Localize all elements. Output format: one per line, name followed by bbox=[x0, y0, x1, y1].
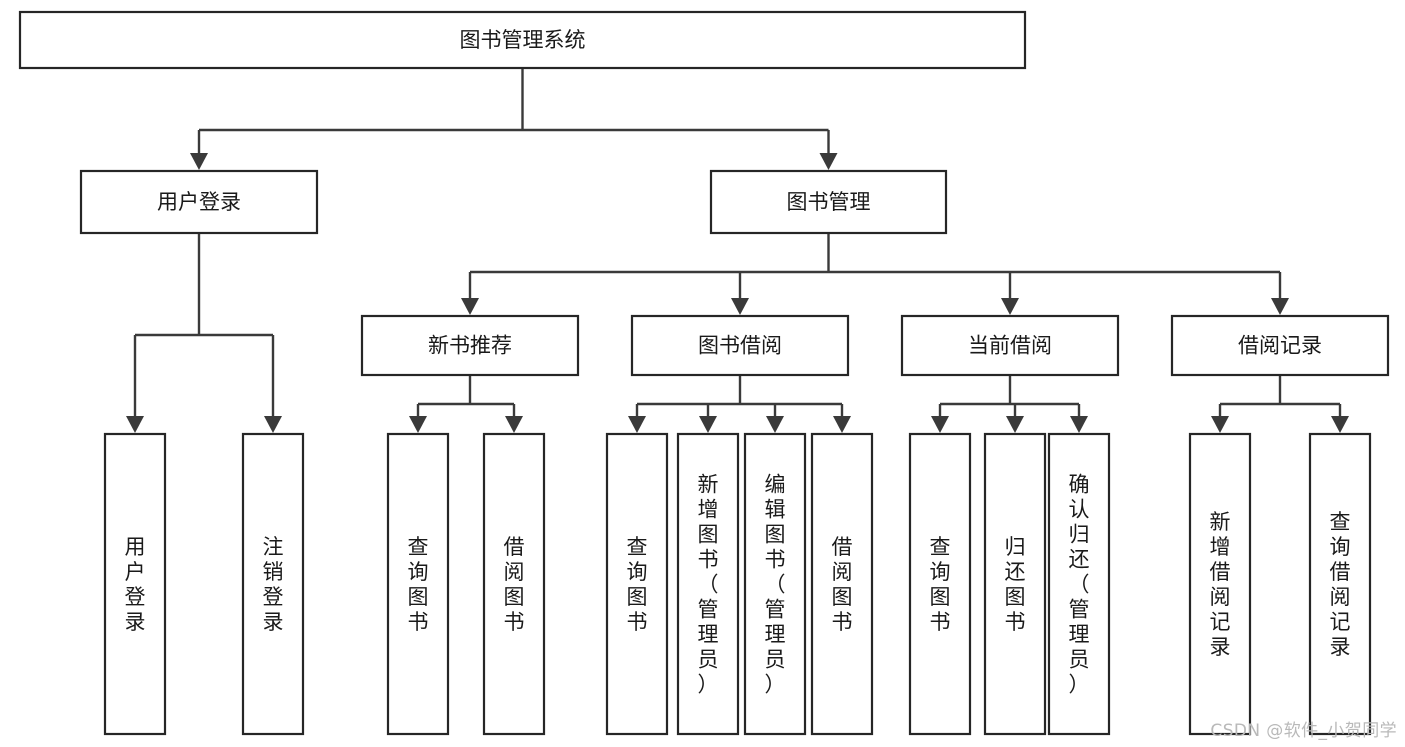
node-label-leaf-current-query-book: 查询图书 bbox=[930, 535, 951, 634]
arrow-head-leaf-recommend-borrow-book bbox=[505, 416, 523, 433]
node-leaf-borrow-add-book[interactable]: 新增图书（管理员） bbox=[676, 432, 740, 736]
arrow-head-leaf-borrow-add-book bbox=[699, 416, 717, 433]
arrow-head-borrow-record bbox=[1271, 298, 1289, 315]
node-box-leaf-user-logout bbox=[241, 432, 305, 736]
watermark-text: CSDN @软件_小贺同学 bbox=[1210, 721, 1397, 741]
node-label-current-borrow: 当前借阅 bbox=[968, 334, 1052, 358]
node-root[interactable]: 图书管理系统 bbox=[18, 10, 1027, 70]
arrow-head-leaf-borrow-borrow-book bbox=[833, 416, 851, 433]
node-label-leaf-borrow-borrow-book: 借阅图书 bbox=[832, 535, 853, 634]
node-leaf-current-return-book[interactable]: 归还图书 bbox=[983, 432, 1047, 736]
arrow-head-book-management bbox=[819, 153, 838, 170]
arrow-head-leaf-recommend-query-book bbox=[409, 416, 427, 433]
node-leaf-borrow-borrow-book[interactable]: 借阅图书 bbox=[810, 432, 874, 736]
node-box-user-login bbox=[79, 169, 319, 235]
node-new-book-recommend[interactable]: 新书推荐 bbox=[360, 314, 580, 377]
node-label-leaf-user-logout: 注销登录 bbox=[263, 535, 284, 634]
arrow-head-leaf-borrow-query-book bbox=[628, 416, 646, 433]
arrow-head-leaf-current-return-book bbox=[1006, 416, 1024, 433]
node-box-leaf-record-query bbox=[1308, 432, 1372, 736]
arrow-head-leaf-current-confirm-return bbox=[1070, 416, 1088, 433]
node-box-book-management bbox=[709, 169, 948, 235]
node-leaf-current-query-book[interactable]: 查询图书 bbox=[908, 432, 972, 736]
node-box-leaf-recommend-borrow-book bbox=[482, 432, 546, 736]
arrow-head-leaf-record-add bbox=[1211, 416, 1229, 433]
node-leaf-recommend-query-book[interactable]: 查询图书 bbox=[386, 432, 450, 736]
node-box-leaf-user-login bbox=[103, 432, 167, 736]
node-box-leaf-record-add bbox=[1188, 432, 1252, 736]
node-borrow-record[interactable]: 借阅记录 bbox=[1170, 314, 1390, 377]
node-label-leaf-current-return-book: 归还图书 bbox=[1005, 535, 1026, 634]
node-leaf-borrow-edit-book[interactable]: 编辑图书（管理员） bbox=[743, 432, 807, 736]
node-label-leaf-borrow-add-book: 新增图书（管理员） bbox=[698, 473, 719, 697]
node-box-current-borrow bbox=[900, 314, 1120, 377]
arrow-head-leaf-user-logout bbox=[264, 416, 282, 433]
node-box-leaf-borrow-query-book bbox=[605, 432, 669, 736]
node-box-leaf-recommend-query-book bbox=[386, 432, 450, 736]
node-box-leaf-current-return-book bbox=[983, 432, 1047, 736]
node-label-leaf-borrow-query-book: 查询图书 bbox=[627, 535, 648, 634]
node-label-leaf-recommend-borrow-book: 借阅图书 bbox=[504, 535, 525, 634]
node-box-new-book-recommend bbox=[360, 314, 580, 377]
node-label-book-management: 图书管理 bbox=[787, 190, 871, 214]
node-label-new-book-recommend: 新书推荐 bbox=[428, 334, 512, 358]
node-box-leaf-current-confirm-return bbox=[1047, 432, 1111, 736]
node-label-leaf-user-login: 用户登录 bbox=[125, 535, 146, 634]
node-box-leaf-current-query-book bbox=[908, 432, 972, 736]
arrow-head-leaf-current-query-book bbox=[931, 416, 949, 433]
node-label-borrow-record: 借阅记录 bbox=[1238, 334, 1322, 358]
node-leaf-borrow-query-book[interactable]: 查询图书 bbox=[605, 432, 669, 736]
node-layer: 图书管理系统用户登录图书管理新书推荐图书借阅当前借阅借阅记录用户登录注销登录查询… bbox=[18, 10, 1390, 736]
node-leaf-record-query[interactable]: 查询借阅记录 bbox=[1308, 432, 1372, 736]
node-label-leaf-record-query: 查询借阅记录 bbox=[1330, 510, 1351, 659]
arrow-head-leaf-record-query bbox=[1331, 416, 1349, 433]
node-label-leaf-borrow-edit-book: 编辑图书（管理员） bbox=[765, 473, 786, 697]
node-user-login[interactable]: 用户登录 bbox=[79, 169, 319, 235]
node-box-leaf-borrow-borrow-book bbox=[810, 432, 874, 736]
arrow-head-user-login bbox=[190, 153, 208, 170]
node-label-leaf-recommend-query-book: 查询图书 bbox=[408, 535, 429, 634]
arrow-head-leaf-user-login bbox=[126, 416, 144, 433]
node-leaf-user-logout[interactable]: 注销登录 bbox=[241, 432, 305, 736]
node-book-management[interactable]: 图书管理 bbox=[709, 169, 948, 235]
node-box-root bbox=[18, 10, 1027, 70]
node-box-book-borrow bbox=[630, 314, 850, 377]
node-leaf-current-confirm-return[interactable]: 确认归还（管理员） bbox=[1047, 432, 1111, 736]
node-leaf-record-add[interactable]: 新增借阅记录 bbox=[1188, 432, 1252, 736]
node-label-leaf-record-add: 新增借阅记录 bbox=[1210, 510, 1231, 659]
arrow-head-book-borrow bbox=[731, 298, 749, 315]
node-label-leaf-current-confirm-return: 确认归还（管理员） bbox=[1069, 473, 1090, 697]
node-leaf-recommend-borrow-book[interactable]: 借阅图书 bbox=[482, 432, 546, 736]
node-box-leaf-borrow-add-book bbox=[676, 432, 740, 736]
node-current-borrow[interactable]: 当前借阅 bbox=[900, 314, 1120, 377]
node-book-borrow[interactable]: 图书借阅 bbox=[630, 314, 850, 377]
arrow-head-current-borrow bbox=[1001, 298, 1019, 315]
node-leaf-user-login[interactable]: 用户登录 bbox=[103, 432, 167, 736]
arrow-head-new-book-recommend bbox=[461, 298, 479, 315]
arrow-head-leaf-borrow-edit-book bbox=[766, 416, 784, 433]
node-box-leaf-borrow-edit-book bbox=[743, 432, 807, 736]
node-label-user-login: 用户登录 bbox=[157, 190, 241, 214]
node-label-book-borrow: 图书借阅 bbox=[698, 334, 782, 358]
node-box-borrow-record bbox=[1170, 314, 1390, 377]
connector-layer bbox=[126, 68, 1349, 433]
node-label-root: 图书管理系统 bbox=[460, 28, 586, 52]
